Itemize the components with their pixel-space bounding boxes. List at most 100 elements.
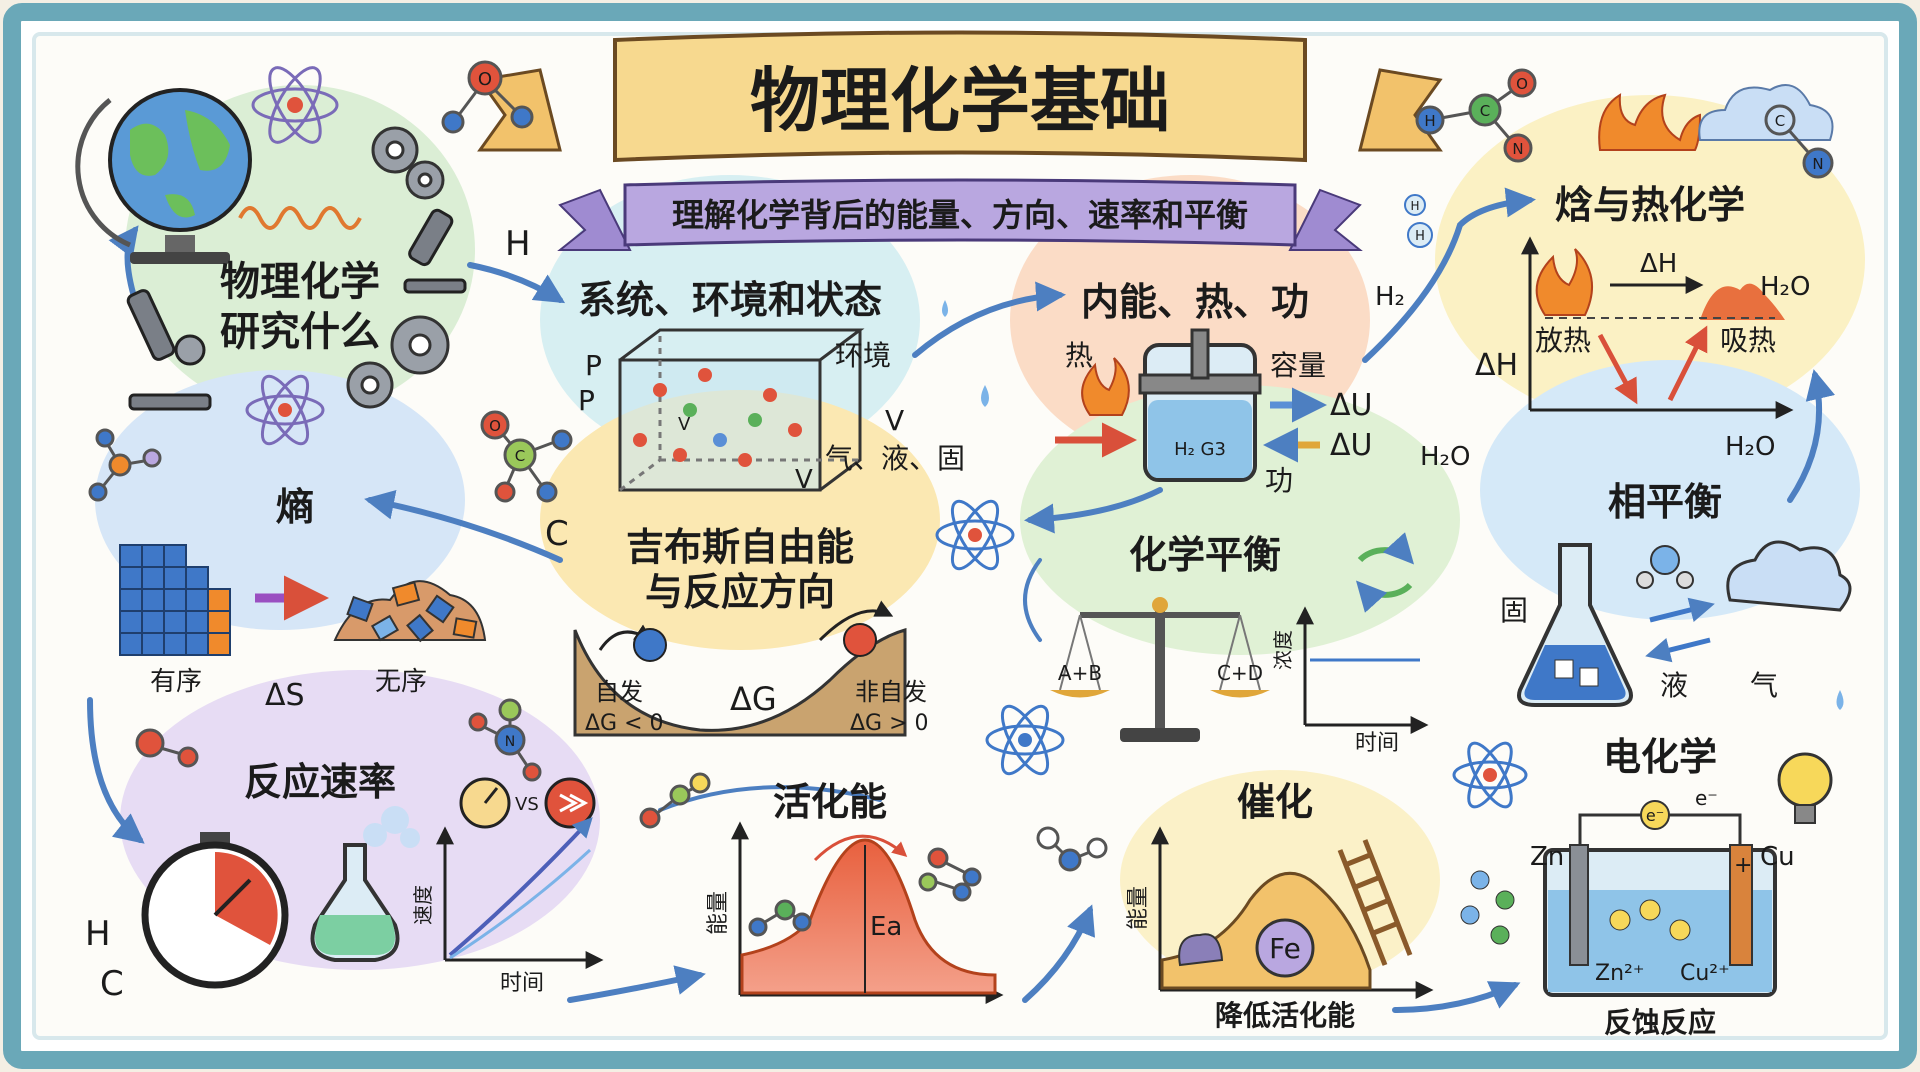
phase-title: 相平衡 — [1608, 480, 1722, 524]
order-label: 有序 — [150, 667, 202, 697]
small-h-atom — [1404, 194, 1426, 216]
decorations: O H C O N C N O C — [85, 60, 1844, 1004]
entropy-title: 熵 — [275, 485, 314, 529]
activation-path — [813, 834, 908, 862]
reactants-label: A+B — [1058, 661, 1102, 685]
gibbs-title-line2: 与反应方向 — [645, 570, 835, 614]
float-h-bottom: H — [85, 914, 111, 954]
rate-y-label: 速度 — [411, 885, 435, 925]
nonspont-path — [818, 600, 894, 642]
section-entropy: 熵 有序 ΔS 无序 — [119, 485, 487, 713]
h2o-label: H₂O — [1760, 272, 1810, 302]
rate-curve-slow — [449, 848, 592, 960]
subtitle-ribbon: 理解化学背后的能量、方向、速率和平衡 — [557, 178, 1363, 251]
gas-label: 气 — [1750, 669, 1778, 702]
molecule-icon: H C O N — [1415, 68, 1537, 163]
arrow-gibbs-to-entropy — [364, 490, 563, 563]
arrow-entropy-to-rate — [87, 697, 145, 844]
energy-title: 内能、热、功 — [1081, 280, 1309, 324]
section-catalysis: 催化 Fe 能量 降低活化能 — [1126, 780, 1434, 1032]
arrow-intro-loop — [108, 225, 139, 303]
balance-scale — [1050, 597, 1270, 742]
page-title: 物理化学基础 — [750, 60, 1170, 142]
label-p1: P — [585, 349, 602, 382]
molecule-icon: O C — [480, 410, 573, 503]
label-inside-v: V — [678, 414, 691, 435]
rate-title: 反应速率 — [244, 760, 396, 804]
catalysis-title: 催化 — [1237, 780, 1313, 824]
molecule-letter-o-top: O — [478, 69, 492, 90]
globe-icon — [75, 88, 252, 264]
flame-icon — [1081, 357, 1130, 416]
exo-arrow — [1597, 333, 1638, 405]
eq-y-label: 浓度 — [1271, 630, 1295, 670]
plus-label: + — [1734, 853, 1752, 878]
phase-arrow-up — [1649, 597, 1715, 623]
products-label: C+D — [1217, 661, 1263, 685]
blob-entropy — [95, 370, 465, 630]
flame-icon — [1598, 93, 1702, 151]
fe-label: Fe — [1269, 932, 1301, 965]
section-phase: 相平衡 固 液 气 — [1500, 480, 1852, 707]
atom-icon — [935, 499, 1015, 571]
energy-valley — [573, 628, 907, 737]
float-h2: H₂ — [1375, 282, 1405, 312]
label-capacity: 容量 — [1270, 349, 1326, 382]
float-c-mid: C — [545, 514, 569, 554]
spont-cond: ΔG < 0 — [585, 711, 664, 736]
nonspont-cond: ΔG > 0 — [850, 711, 929, 736]
beaker-icon — [310, 806, 420, 962]
activation-title: 活化能 — [773, 780, 887, 824]
stopwatch-icon — [141, 832, 289, 989]
ball-spont — [633, 628, 667, 662]
gibbs-title-line1: 吉布斯自由能 — [626, 525, 854, 569]
molecule-letter-c-right: C — [1775, 112, 1785, 130]
arrow-energy-to-enthalpy — [1362, 187, 1536, 363]
label-v1: V — [885, 404, 904, 437]
page-subtitle: 理解化学背后的能量、方向、速率和平衡 — [672, 196, 1248, 234]
zn-ion-label: Zn²⁺ — [1595, 961, 1644, 986]
molecule-icon — [135, 728, 199, 768]
rate-curve-fast — [448, 817, 593, 957]
molecule-letter-h-top: H — [1424, 112, 1435, 130]
electrolytic-cell — [1543, 844, 1777, 997]
electron-circle — [1640, 800, 1670, 830]
arrow-intro-to-system — [467, 262, 566, 304]
section-gibbs: 吉布斯自由能 与反应方向 自发 ΔG < 0 ΔG 非自发 ΔG > 0 — [573, 525, 929, 737]
ladder-icon — [1337, 839, 1413, 966]
solid-label: 固 — [1500, 594, 1528, 627]
float-h-left: H — [505, 224, 531, 264]
ea-label: Ea — [870, 912, 902, 942]
gear-icon — [346, 126, 450, 409]
section-system: 系统、环境和状态 P P 环境 V V V 气、液、固 — [578, 278, 965, 495]
cycle-icon — [1355, 532, 1415, 613]
ion-dots — [1460, 870, 1515, 945]
ordered-blocks — [119, 544, 231, 656]
section-energy: 内能、热、功 H₂ G3 热 容量 ΔU ΔU 功 — [1055, 280, 1372, 497]
molecule-icon — [1036, 826, 1108, 872]
arrow-activation-to-catalysis — [1022, 904, 1096, 1003]
label-v2: V — [795, 465, 813, 495]
cat-y-label: 能量 — [1126, 886, 1151, 930]
label-env: 环境 — [835, 339, 891, 372]
cu-ion-label: Cu²⁺ — [1680, 961, 1730, 986]
endo-label: 吸热 — [1720, 324, 1776, 357]
cloud-icon — [1726, 540, 1852, 612]
dg-label: ΔG — [730, 680, 777, 718]
spont-label: 自发 — [595, 678, 643, 706]
cu-label: Cu — [1760, 842, 1795, 872]
molecule-letter-c-top: C — [1480, 102, 1490, 120]
float-h-small2: H — [1415, 229, 1425, 244]
disordered-pile — [333, 580, 487, 643]
system-title: 系统、环境和状态 — [578, 278, 882, 322]
droplet-icon — [942, 300, 1844, 710]
molecule-letter-o-top2: O — [1516, 75, 1528, 93]
flow-arrows — [87, 187, 1836, 1013]
piston-cylinder: H₂ G3 — [1138, 328, 1262, 482]
atom-icon — [245, 374, 325, 446]
section-electro: 电化学 e⁻ e⁻ Zn Cu + Zn²⁺ Cu²⁺ 反蚀反应 — [1460, 735, 1833, 1039]
cat-caption: 降低活化能 — [1215, 999, 1355, 1032]
small-h-atom — [1407, 222, 1433, 248]
